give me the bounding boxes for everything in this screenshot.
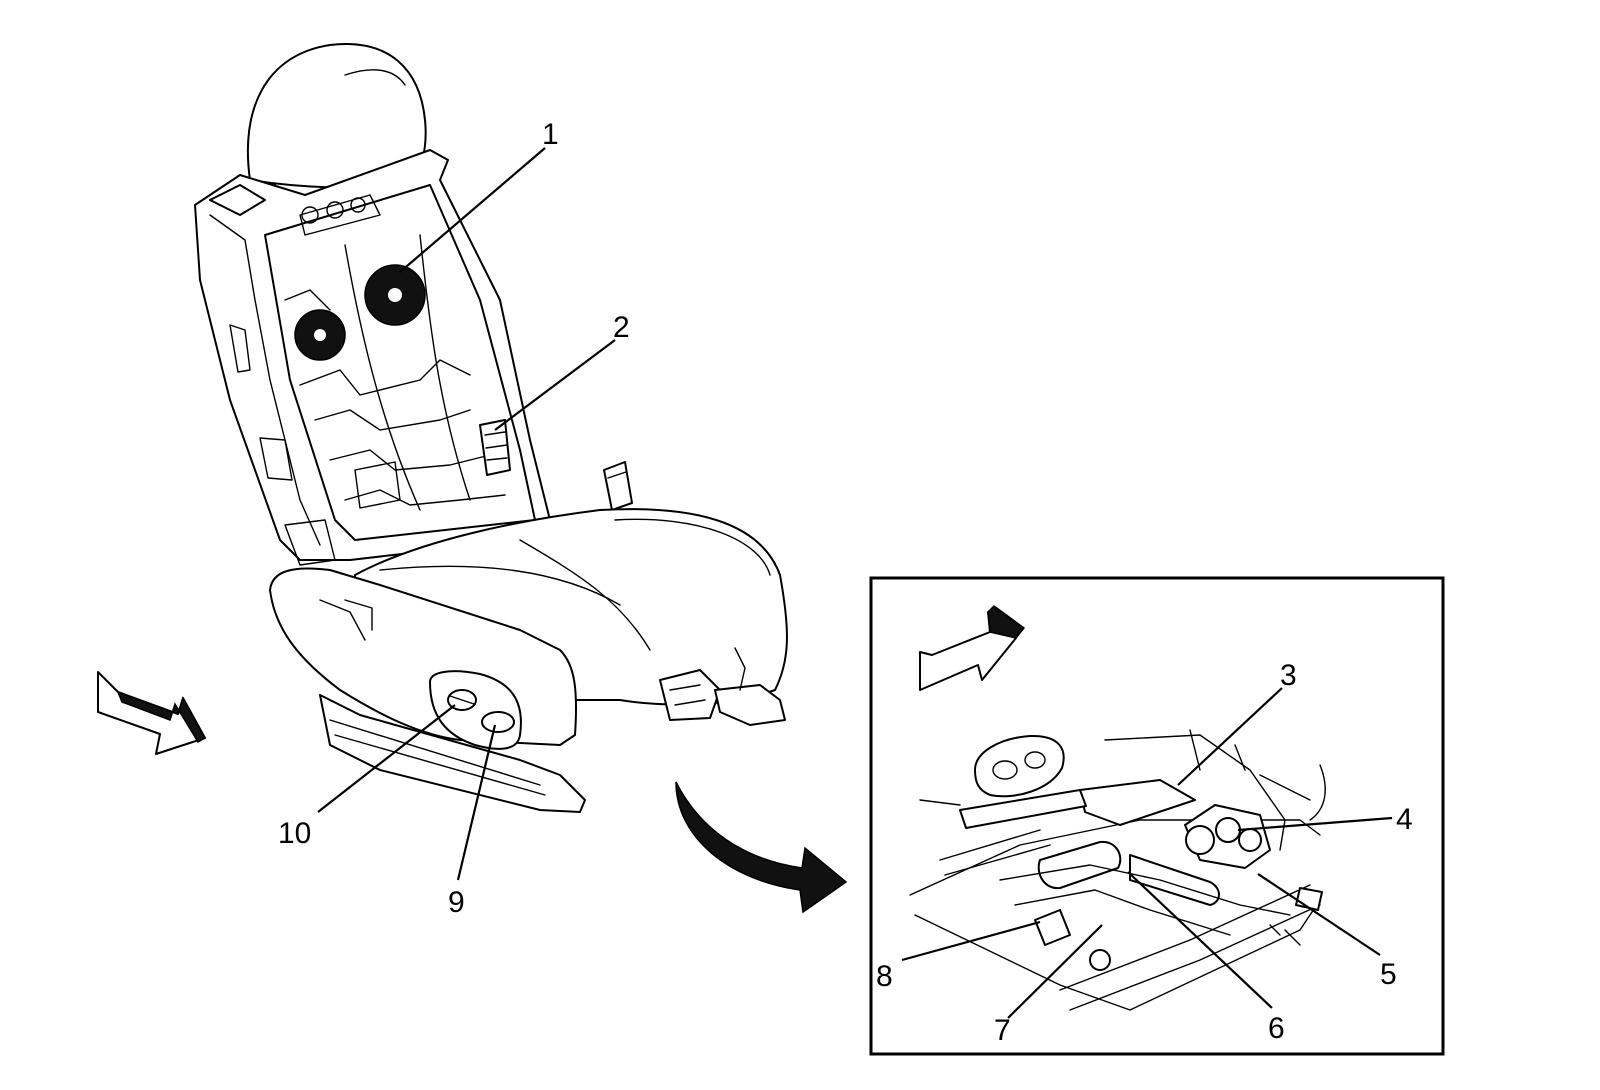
leader-7 [1007, 924, 1103, 1019]
callout-2: 2 [613, 311, 630, 344]
callout-6: 6 [1268, 1012, 1285, 1045]
blower-fan-lower [294, 309, 346, 361]
seat-belt-buckle [603, 461, 633, 511]
leader-1 [399, 147, 546, 273]
callout-1: 1 [542, 118, 559, 151]
seat-switch-assembly [429, 670, 522, 750]
curved-arrow-icon [675, 781, 848, 914]
callout-10: 10 [278, 817, 311, 850]
callout-8: 8 [876, 960, 893, 993]
callout-4: 4 [1396, 803, 1413, 836]
callout-9: 9 [448, 886, 465, 919]
leader-10 [317, 704, 456, 813]
callout-5: 5 [1380, 958, 1397, 991]
leader-6 [1127, 871, 1273, 1009]
leader-9 [456, 724, 497, 881]
seatback-frame [194, 149, 556, 561]
callout-labels: 1 2 3 4 5 6 7 8 9 10 [278, 118, 1413, 1047]
seat-illustration [194, 43, 788, 813]
leader-5 [1257, 873, 1381, 956]
leader-4 [1237, 816, 1393, 832]
leader-2 [494, 339, 616, 431]
callout-3: 3 [1280, 659, 1297, 692]
leader-lines [317, 147, 1393, 1019]
direction-arrow-icon [97, 671, 207, 755]
callout-7: 7 [994, 1014, 1011, 1047]
detail-inset [869, 576, 1445, 1056]
direction-arrow-icon [919, 605, 1026, 691]
leader-3 [1177, 687, 1283, 786]
blower-fan-upper [364, 264, 426, 326]
leader-8 [901, 920, 1041, 962]
